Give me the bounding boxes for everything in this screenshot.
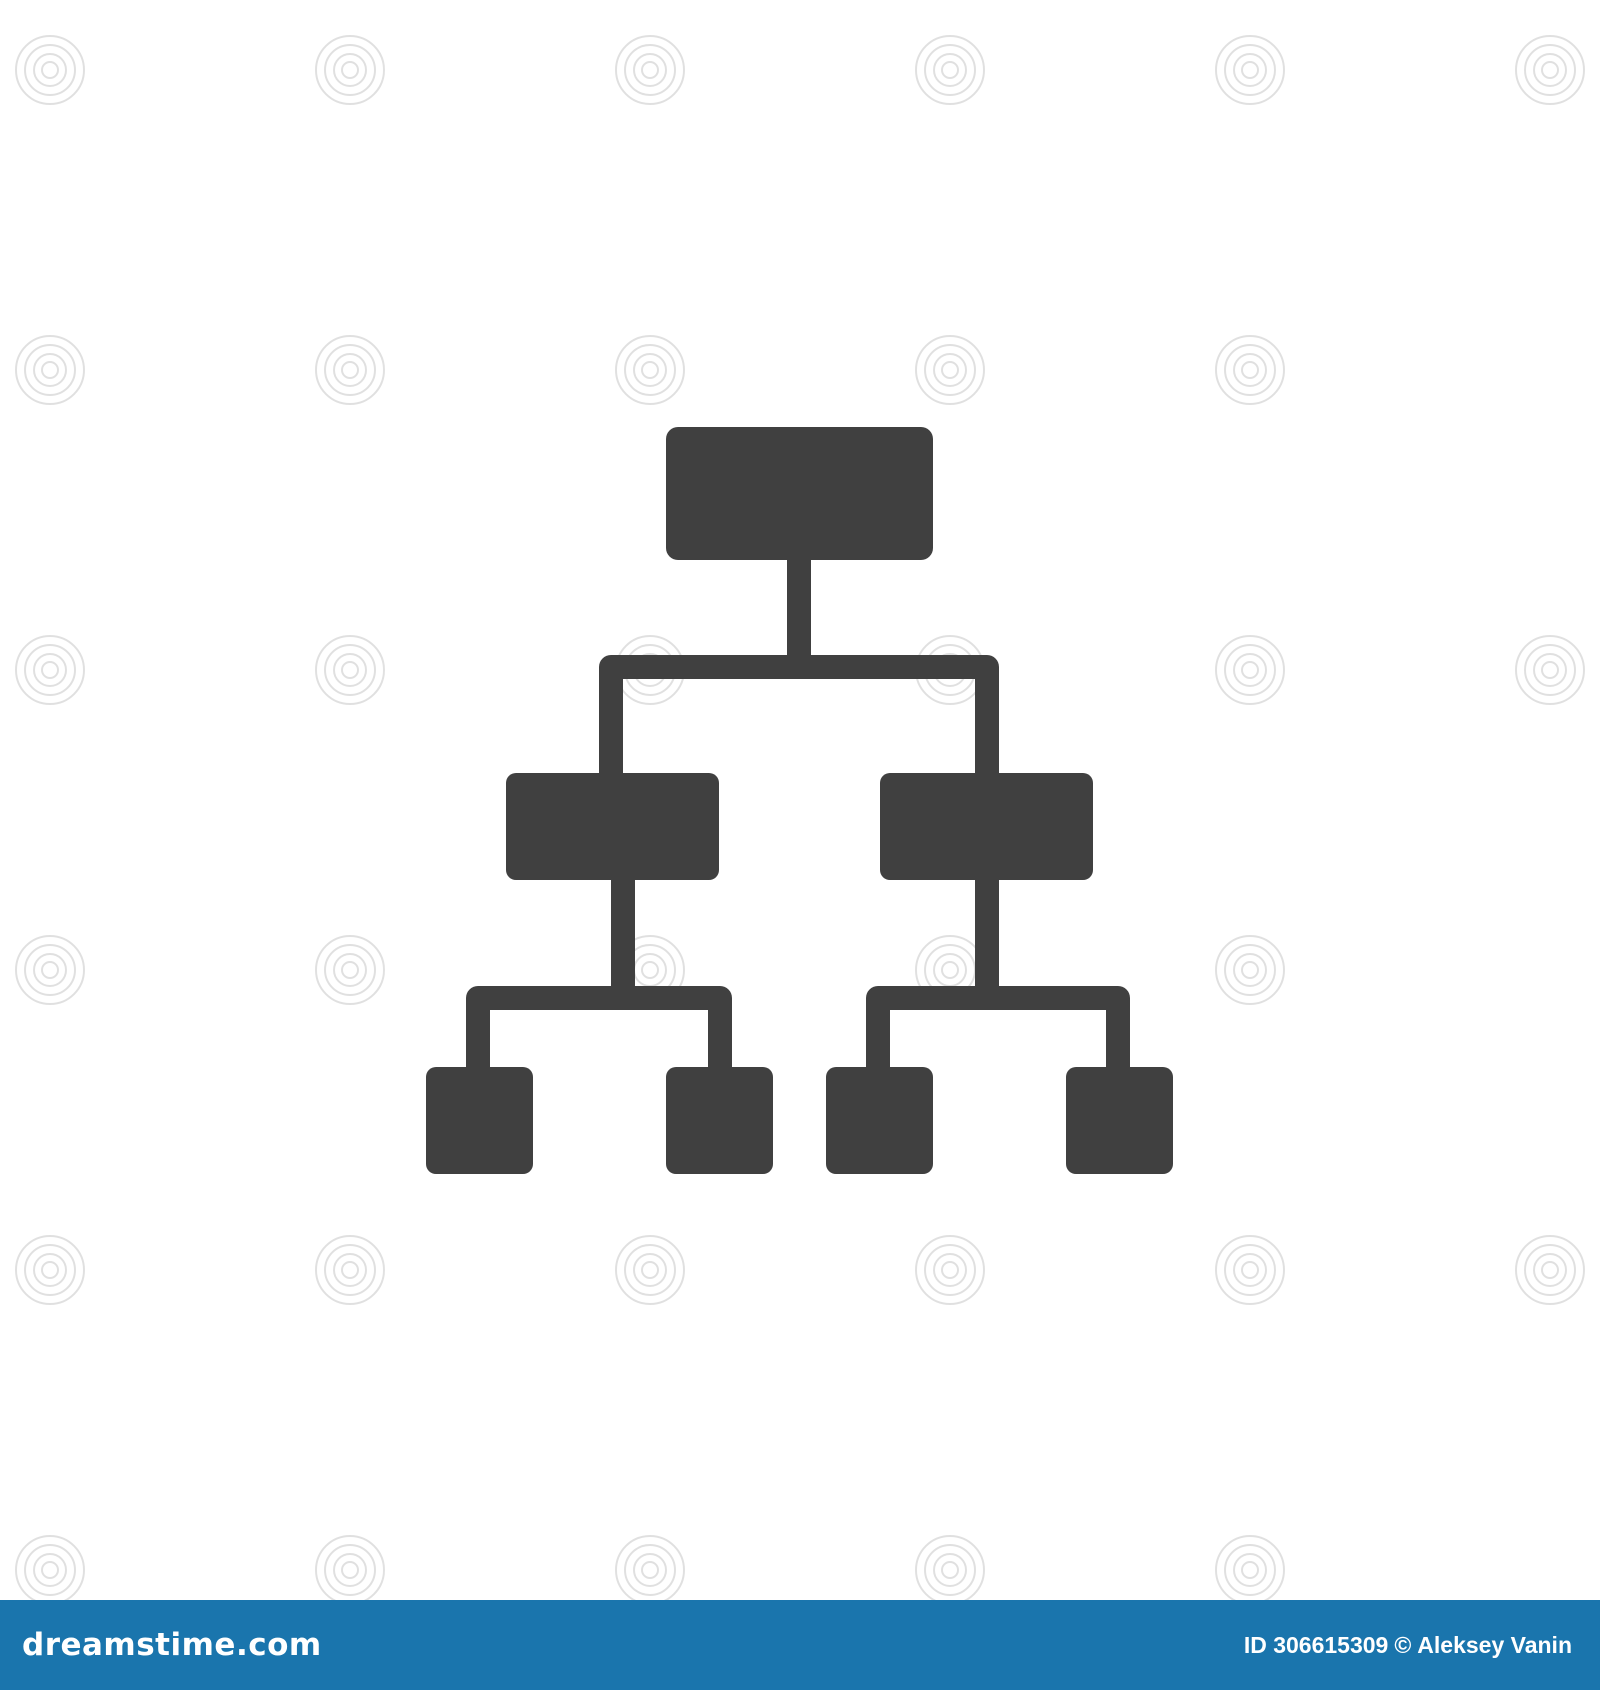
copyright-icon: © bbox=[1394, 1631, 1412, 1658]
connector-lines bbox=[466, 555, 1130, 1070]
leaf-node-3 bbox=[826, 1067, 933, 1174]
mid-node-left bbox=[506, 773, 719, 880]
root-node bbox=[666, 427, 933, 560]
dreamstime-logo[interactable]: dreamstime.com bbox=[22, 1627, 322, 1663]
mid-node-right bbox=[880, 773, 1093, 880]
hierarchy-structure-icon bbox=[426, 427, 1173, 1174]
image-credit: ID 306615309 © Aleksey Vanin bbox=[1244, 1632, 1572, 1659]
leaf-node-1 bbox=[426, 1067, 533, 1174]
leaf-node-2 bbox=[666, 1067, 773, 1174]
footer-bar: dreamstime.com ID 306615309 © Aleksey Va… bbox=[0, 1600, 1600, 1690]
leaf-node-4 bbox=[1066, 1067, 1173, 1174]
image-id: ID 306615309 bbox=[1243, 1631, 1389, 1658]
author-name[interactable]: Aleksey Vanin bbox=[1417, 1631, 1572, 1658]
